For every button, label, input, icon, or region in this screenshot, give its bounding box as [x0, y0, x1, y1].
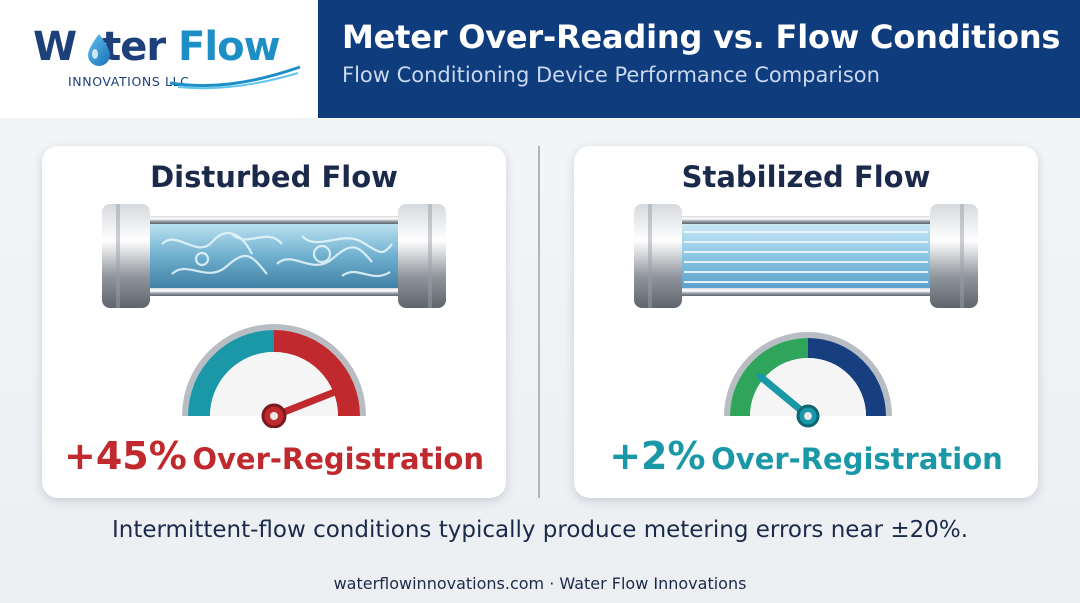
over-registration-reading: +45% Over-Registration: [42, 434, 506, 478]
reading-label: Over-Registration: [192, 442, 484, 476]
logo-tagline: INNOVATIONS LLC: [68, 74, 190, 89]
panel-title: Disturbed Flow: [150, 160, 398, 194]
reading-percent: +2%: [609, 434, 706, 478]
water-drop-icon: [88, 34, 110, 66]
meter-gauge: [182, 324, 366, 428]
header-bar: Meter Over-Reading vs. Flow Conditions F…: [318, 0, 1080, 118]
laminar-pipe-icon: [634, 204, 978, 308]
footnote: Intermittent-flow conditions typically p…: [111, 517, 969, 543]
footer-credit[interactable]: waterflowinnovations.com · Water Flow In…: [333, 574, 747, 593]
disturbed-flow-panel: Disturbed Flow: [42, 146, 506, 498]
over-registration-reading: +2% Over-Registration: [574, 434, 1038, 478]
reading-percent: +45%: [63, 434, 187, 478]
page-title: Meter Over-Reading vs. Flow Conditions: [342, 18, 1061, 56]
page-subtitle: Flow Conditioning Device Performance Com…: [342, 63, 880, 87]
panel-title: Stabilized Flow: [681, 160, 931, 194]
reading-label: Over-Registration: [711, 442, 1003, 476]
divider: [538, 146, 540, 498]
wave-swoosh-icon: [169, 65, 301, 90]
meter-gauge: [724, 332, 892, 428]
stabilized-flow-panel: Stabilized Flow: [574, 146, 1038, 498]
turbulent-pipe-icon: [102, 204, 446, 308]
